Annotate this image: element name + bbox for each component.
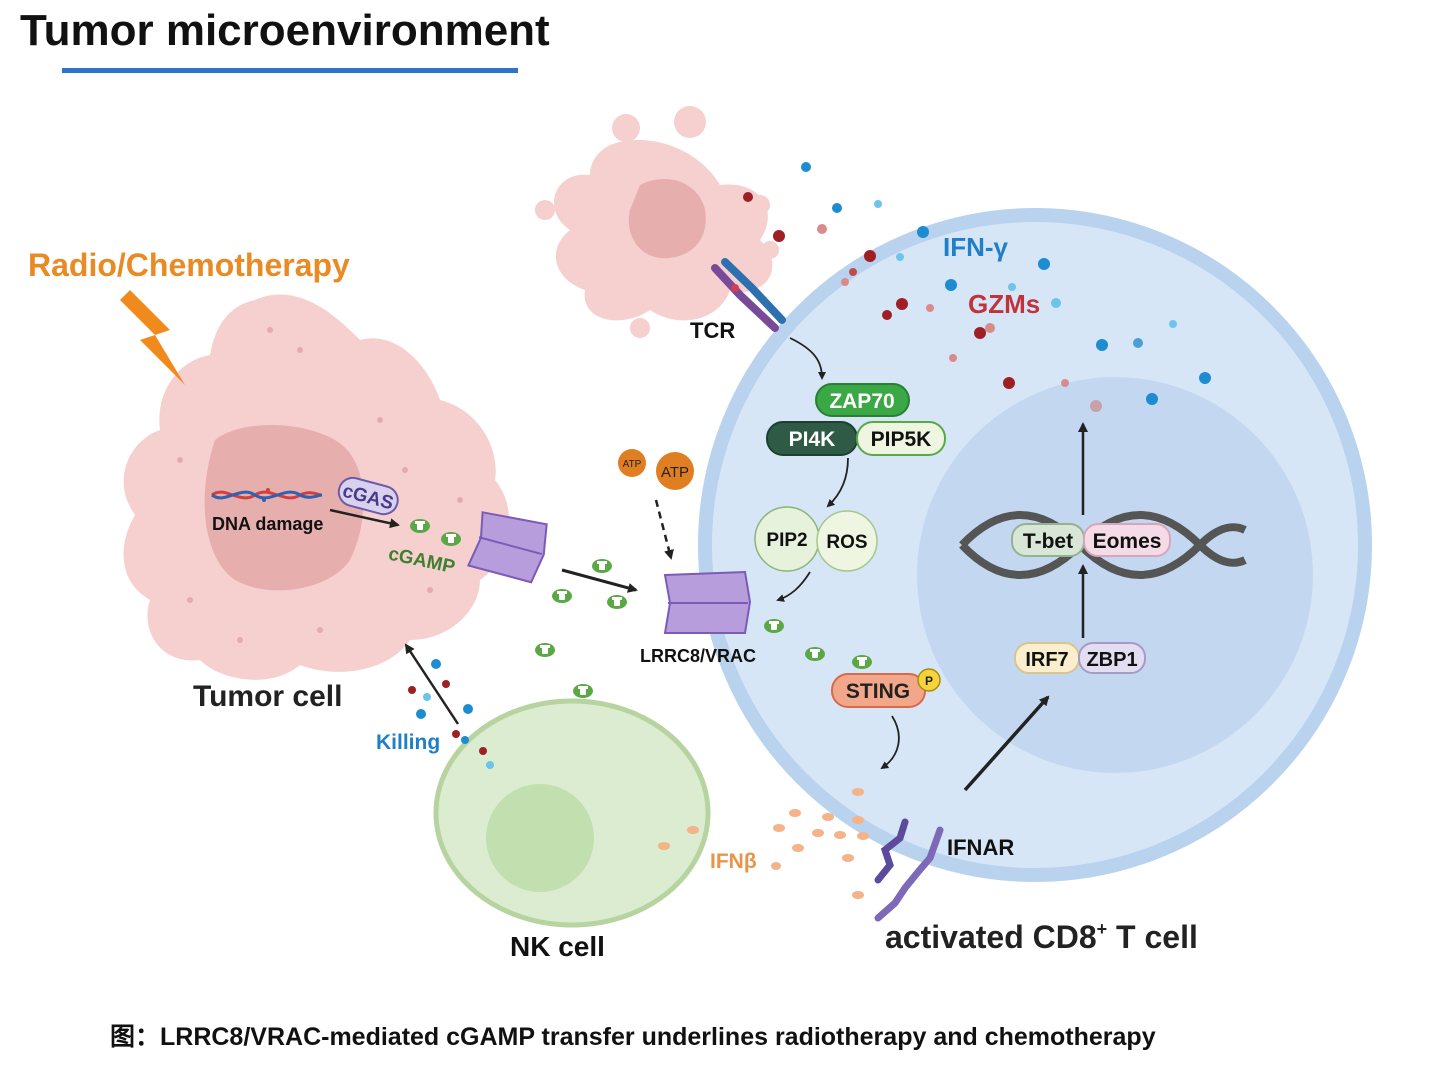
irf7-badge: IRF7 — [1014, 642, 1080, 674]
ros-label: ROS — [826, 532, 867, 553]
pi4k-to-pip2-arrow — [826, 457, 849, 508]
eomes-label: Eomes — [1093, 530, 1162, 553]
title-underline — [62, 68, 518, 73]
figure-caption: 图：LRRC8/VRAC-mediated cGAMP transfer und… — [110, 1023, 1156, 1051]
pi4k-badge: PI4K — [766, 421, 858, 456]
pip2-to-vrac-arrow — [776, 571, 811, 602]
pip5k-badge: PIP5K — [856, 421, 946, 456]
lrrc8-vrac-channel — [663, 570, 752, 634]
killing-arrow — [404, 643, 460, 725]
sting-to-ifnb-arrow — [880, 715, 900, 770]
target-tumor-cell-shape — [535, 106, 779, 338]
atp-large-label: ATP — [661, 464, 689, 481]
cd8-label-main: activated CD8 — [885, 919, 1097, 955]
irf7-label: IRF7 — [1025, 649, 1068, 671]
ifnb-label: IFNβ — [710, 850, 757, 873]
tbet-badge: T-bet — [1011, 523, 1085, 557]
tcr-receptor-icon — [711, 258, 786, 332]
ifnar-to-irf7-arrow — [963, 695, 1050, 792]
killing-molecules — [408, 659, 494, 769]
tumor-cell-shape — [123, 294, 510, 680]
sting-badge: STING P — [831, 668, 941, 708]
ifnar-receptor-icon — [874, 818, 944, 922]
cd8-t-cell-label: activated CD8+ T cell — [885, 919, 1198, 955]
atp-small-label: ATP — [623, 459, 642, 470]
zbp1-label: ZBP1 — [1086, 649, 1137, 671]
tcr-to-zap70-arrow — [789, 337, 826, 380]
dna-damage-label: DNA damage — [212, 514, 323, 534]
cgas-enzyme: cGAS — [337, 476, 399, 516]
phospho-label: P — [925, 674, 933, 688]
nk-cell-label: NK cell — [510, 931, 605, 962]
tcr-label: TCR — [690, 318, 735, 343]
ifnar-label: IFNAR — [947, 835, 1014, 860]
dna-to-cgas-arrow — [329, 508, 400, 529]
zbp1-badge: ZBP1 — [1078, 642, 1146, 674]
nk-cell-shape — [433, 698, 711, 928]
gzms-label: GZMs — [968, 289, 1040, 319]
ifn-gamma-label: IFN-γ — [943, 232, 1009, 262]
ifnb-molecules — [658, 788, 869, 899]
atp-molecules: ATP ATP — [618, 449, 694, 490]
dna-strand-icon — [211, 488, 323, 502]
ifn-gamma-molecules — [801, 162, 1211, 405]
pip2-molecule: PIP2 — [754, 506, 820, 572]
t-cell-nucleus — [917, 377, 1313, 773]
cd8-label-sup: + — [1097, 919, 1108, 939]
zap70-badge: ZAP70 — [815, 383, 910, 417]
vrac-channel-tumor — [466, 511, 548, 584]
pi4k-label: PI4K — [789, 428, 836, 451]
atp-arrow — [654, 499, 674, 560]
ros-molecule: ROS — [816, 510, 878, 572]
cgamp-transfer-arrow — [561, 568, 638, 593]
dna-helix-icon — [959, 511, 1247, 579]
radio-chemo-label: Radio/Chemotherapy — [28, 247, 350, 283]
lightning-icon — [120, 290, 185, 385]
zap70-label: ZAP70 — [829, 390, 894, 413]
gzm-molecules — [743, 192, 1102, 412]
pip5k-label: PIP5K — [871, 428, 932, 451]
page-title: Tumor microenvironment — [20, 6, 550, 55]
tumor-cell-label: Tumor cell — [193, 680, 342, 713]
killing-label: Killing — [376, 731, 440, 754]
eomes-badge: Eomes — [1083, 523, 1171, 557]
sting-label: STING — [846, 680, 910, 703]
pip2-label: PIP2 — [766, 530, 807, 551]
tbet-label: T-bet — [1023, 530, 1073, 553]
cd8-label-tail: T cell — [1107, 919, 1198, 955]
lrrc8-label: LRRC8/VRAC — [640, 646, 756, 666]
